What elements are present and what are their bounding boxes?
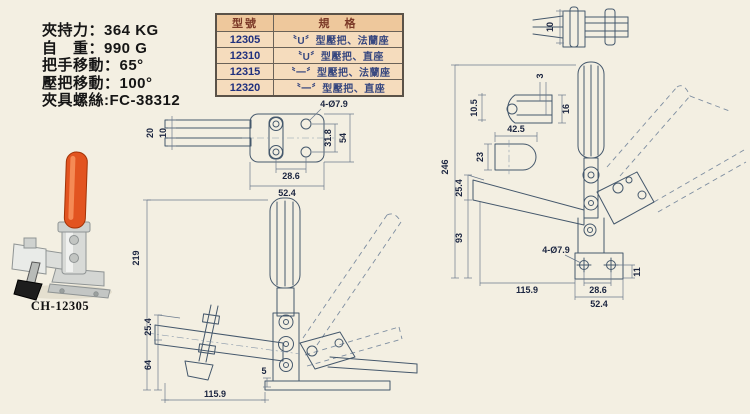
model-spec: 〝一〞型壓把、直座 (273, 79, 404, 97)
spec-line-weight: 自 重：990 G (42, 39, 148, 57)
front-view-detail-fork (506, 94, 553, 124)
dim-label: 219 (131, 250, 141, 265)
dim-label: 5 (261, 366, 266, 376)
dim-label: 31.8 (323, 129, 333, 147)
drawing-front-view: 246 25.4 93 10.5 3 16 42.5 23 4-Ø7.9 115… (440, 61, 747, 309)
dim-label: 52.4 (590, 299, 608, 309)
dim-label: 246 (440, 159, 450, 174)
dim-label: 64 (143, 360, 153, 370)
dim-label: 10 (158, 128, 168, 138)
clamp-handle-orange (63, 151, 88, 229)
model-number: 12305 (215, 31, 274, 48)
table-row: 12310 〝U〞型壓把、直座 (215, 47, 404, 64)
dim-label: 16 (561, 104, 571, 114)
col-header-spec: 規 格 (273, 13, 404, 32)
side-view-open-position (302, 213, 403, 367)
photo-caption: CH-12305 (30, 299, 90, 313)
spec-line-screw: 夾具螺絲:FC-38312 (42, 92, 181, 109)
top-view-dimensions (168, 108, 354, 190)
dim-label: 28.6 (589, 285, 607, 295)
dim-label: 10 (545, 22, 555, 32)
dim-label: 3 (535, 73, 545, 78)
model-spec: 〝一〞型壓把、法蘭座 (273, 63, 404, 80)
clamp-spindle (13, 261, 43, 301)
model-number: 12315 (215, 63, 274, 80)
dim-label: 10.5 (469, 99, 479, 117)
dim-label: 20 (145, 128, 155, 138)
model-number: 12320 (215, 79, 274, 97)
table-row: 12305 〝U〞型壓把、法蘭座 (215, 31, 404, 48)
dim-label: 23 (475, 152, 485, 162)
spec-line-holding-force: 夾持力：364 KG (42, 22, 159, 39)
spec-line-bar-travel: 壓把移動：100° (42, 74, 153, 92)
table-row: 12315 〝一〞型壓把、法蘭座 (215, 63, 404, 80)
dim-label: 42.5 (507, 124, 525, 134)
dim-label-holes: 4-Ø7.9 (542, 245, 570, 255)
dim-label: 11 (632, 267, 642, 277)
front-view-detail-grip (494, 139, 537, 175)
dim-label: 25.4 (143, 318, 153, 336)
front-view-geometry (472, 61, 655, 280)
front-view-open-position (606, 85, 747, 213)
dim-label: 93 (454, 233, 464, 243)
spec-text-block: 夾持力：364 KG 自 重：990 G 把手移動：65° 壓把移動：100° … (42, 22, 180, 110)
spec-line-handle-travel: 把手移動：65° (42, 57, 144, 74)
dim-label: 52.4 (278, 188, 296, 198)
drawing-top-view: 20 10 4-Ø7.9 31.8 54 28.6 52.4 (145, 99, 354, 198)
dim-label: 115.9 (204, 389, 226, 399)
bar-view-geometry (532, 6, 629, 48)
drawing-bar-view: 10 (532, 6, 629, 48)
dim-label: 28.6 (282, 171, 300, 181)
dim-label: 25.4 (454, 179, 464, 197)
dim-label: 54 (338, 133, 348, 143)
dim-label: 115.9 (516, 285, 538, 295)
model-spec: 〝U〞型壓把、法蘭座 (273, 31, 404, 48)
drawing-side-view: 219 25.4 64 5 115.9 (131, 197, 418, 403)
model-table: 型號 規 格 12305 〝U〞型壓把、法蘭座 12310 〝U〞型壓把、直座 … (215, 13, 404, 97)
side-view-centerline (146, 332, 301, 355)
product-photo (11, 151, 112, 301)
col-header-model: 型號 (215, 13, 274, 32)
model-spec: 〝U〞型壓把、直座 (273, 47, 404, 64)
bar-view-dimensions (556, 9, 564, 45)
model-number: 12310 (215, 47, 274, 64)
dim-label-holes: 4-Ø7.9 (320, 99, 348, 109)
side-view-geometry (154, 197, 418, 391)
table-header-row: 型號 規 格 (215, 13, 404, 32)
front-view-dimensions (451, 64, 635, 300)
table-row: 12320 〝一〞型壓把、直座 (215, 79, 404, 97)
side-view-dimensions (143, 199, 271, 403)
clamp-body-metal (57, 221, 91, 275)
clamp-arm-metal (11, 237, 69, 275)
